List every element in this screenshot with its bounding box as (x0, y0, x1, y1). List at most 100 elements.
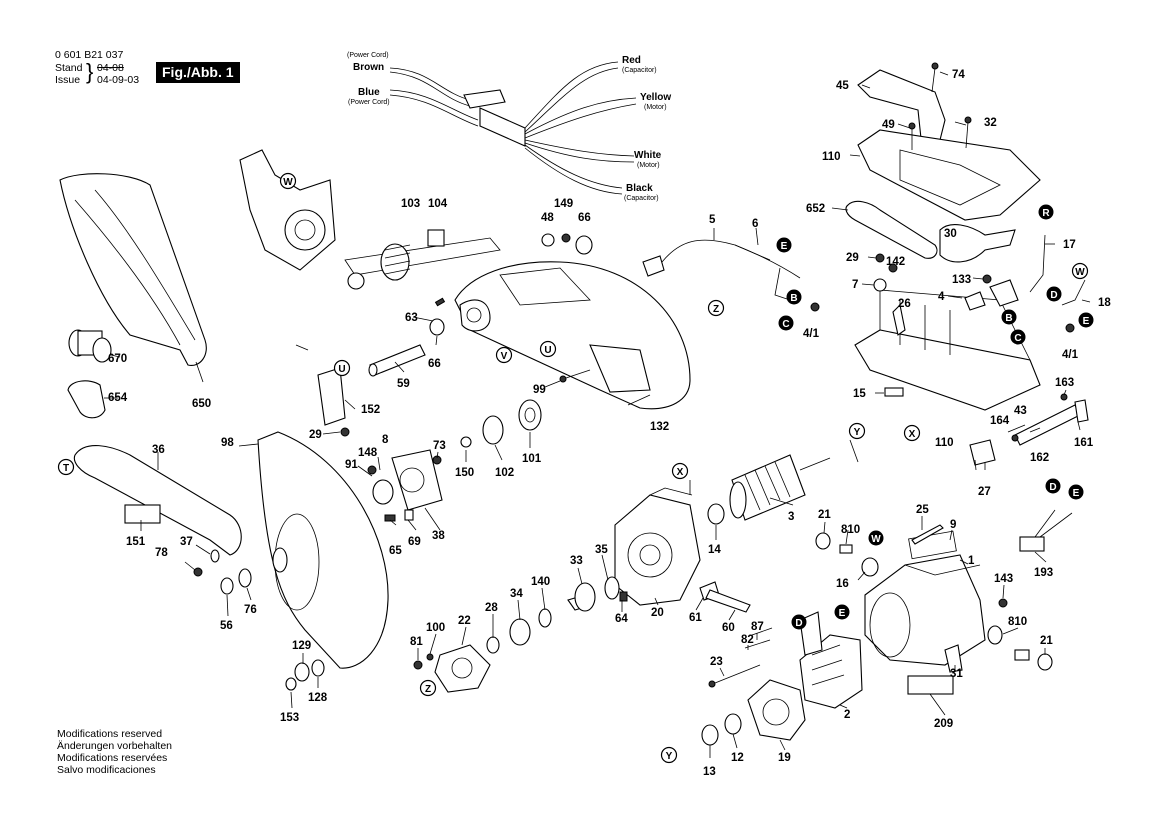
red-wire-label: Red (622, 55, 641, 66)
label-29b: 29 (309, 429, 322, 441)
screw-142 (888, 263, 898, 273)
callout-c-2: C (1010, 329, 1026, 345)
label-132: 132 (650, 421, 669, 433)
label-30: 30 (944, 228, 957, 240)
callout-c-1: C (778, 315, 794, 331)
label-59: 59 (397, 378, 410, 390)
label-209 (907, 675, 954, 695)
label-27: 27 (978, 486, 991, 498)
label-61: 61 (689, 612, 702, 624)
label-8: 8 (382, 434, 389, 446)
shaft-59 (368, 344, 426, 377)
dust-bag (59, 173, 207, 366)
callout-y-2: Y (660, 746, 678, 764)
svg-text:X: X (677, 467, 684, 478)
label-153: 153 (280, 712, 299, 724)
issue-label: Issue (55, 74, 81, 86)
label-48: 48 (541, 212, 554, 224)
label-13: 13 (703, 766, 716, 778)
gear-33 (567, 576, 620, 612)
brush-193 (1019, 509, 1073, 552)
callout-e-2: E (1078, 312, 1094, 328)
ring-13 (701, 724, 719, 746)
motor-housing-1 (864, 530, 986, 666)
label-12: 12 (731, 752, 744, 764)
clip-26 (892, 303, 906, 336)
label-23: 23 (710, 656, 723, 668)
screw-82 (744, 639, 771, 649)
label-69: 69 (408, 536, 421, 548)
svg-text:V: V (501, 351, 508, 362)
label-87: 87 (751, 621, 764, 633)
label-103: 103 (401, 198, 420, 210)
label-193: 193 (1034, 567, 1053, 579)
label-21a: 21 (818, 509, 831, 521)
label-33: 33 (570, 555, 583, 567)
svg-text:E: E (1073, 488, 1080, 499)
nut-129 (294, 662, 310, 682)
label-129: 129 (292, 640, 311, 652)
svg-text:X: X (909, 429, 916, 440)
blue-wire-label: Blue (358, 87, 380, 98)
screw-78 (193, 567, 203, 577)
svg-text:R: R (1042, 208, 1050, 219)
svg-text:Z: Z (425, 684, 431, 695)
screw-143 (998, 598, 1008, 608)
elbow-654 (67, 380, 106, 419)
label-7: 7 (852, 279, 858, 291)
figure-label: Fig./Abb. 1 (156, 62, 240, 83)
end-shield-19 (747, 679, 806, 741)
label-34: 34 (510, 588, 523, 600)
brush-holder-21b (1037, 653, 1053, 671)
label-128: 128 (308, 692, 328, 704)
label-650: 650 (192, 398, 211, 410)
label-64: 64 (615, 613, 628, 625)
label-209: 209 (934, 718, 953, 730)
callout-b-2: B (1001, 309, 1017, 325)
wiring-harness: (Power Cord) Brown Blue (Power Cord) Red… (347, 52, 671, 202)
spring-assembly (344, 229, 501, 290)
washer-56 (220, 577, 234, 595)
label-49: 49 (882, 119, 895, 131)
svg-text:U: U (544, 345, 551, 356)
svg-text:T: T (63, 463, 69, 474)
pin-64 (619, 591, 628, 602)
yellow-wire-label: Yellow (640, 92, 671, 103)
label-101: 101 (522, 453, 542, 465)
label-670: 670 (108, 353, 127, 365)
top-plate-110 (857, 129, 1041, 221)
screw-23 (709, 664, 761, 686)
label-142: 142 (886, 256, 905, 268)
label-28: 28 (485, 602, 498, 614)
svg-text:Y: Y (666, 751, 673, 762)
brush-810 (839, 544, 853, 554)
callout-u-1: U (539, 340, 557, 358)
label-652: 652 (806, 203, 825, 215)
shaft-60 (705, 589, 751, 613)
screw-81 (413, 660, 423, 670)
label-16: 16 (836, 578, 849, 590)
svg-text:B: B (1005, 313, 1012, 324)
label-26: 26 (898, 298, 911, 310)
black-wire-label: Black (626, 183, 653, 194)
power-cord (642, 239, 801, 301)
clip-161 (1074, 399, 1089, 423)
cap-810b (987, 625, 1003, 645)
stand-value: 04-08 (97, 62, 124, 74)
label-164: 164 (990, 415, 1010, 427)
label-82: 82 (741, 634, 754, 646)
label-35: 35 (595, 544, 608, 556)
label-6: 6 (752, 218, 758, 230)
label-110a: 110 (822, 151, 841, 163)
ring-153 (285, 677, 297, 691)
callout-e-1: E (776, 237, 792, 253)
spring-43 (1007, 424, 1026, 433)
issue-value: 04-09-03 (97, 74, 140, 86)
label-22: 22 (458, 615, 471, 627)
label-32: 32 (984, 117, 997, 129)
label-38: 38 (432, 530, 445, 542)
washer-37 (210, 549, 220, 563)
callout-w-2: W (1071, 262, 1089, 280)
svg-text:D: D (795, 618, 802, 629)
label-9: 9 (950, 519, 956, 531)
